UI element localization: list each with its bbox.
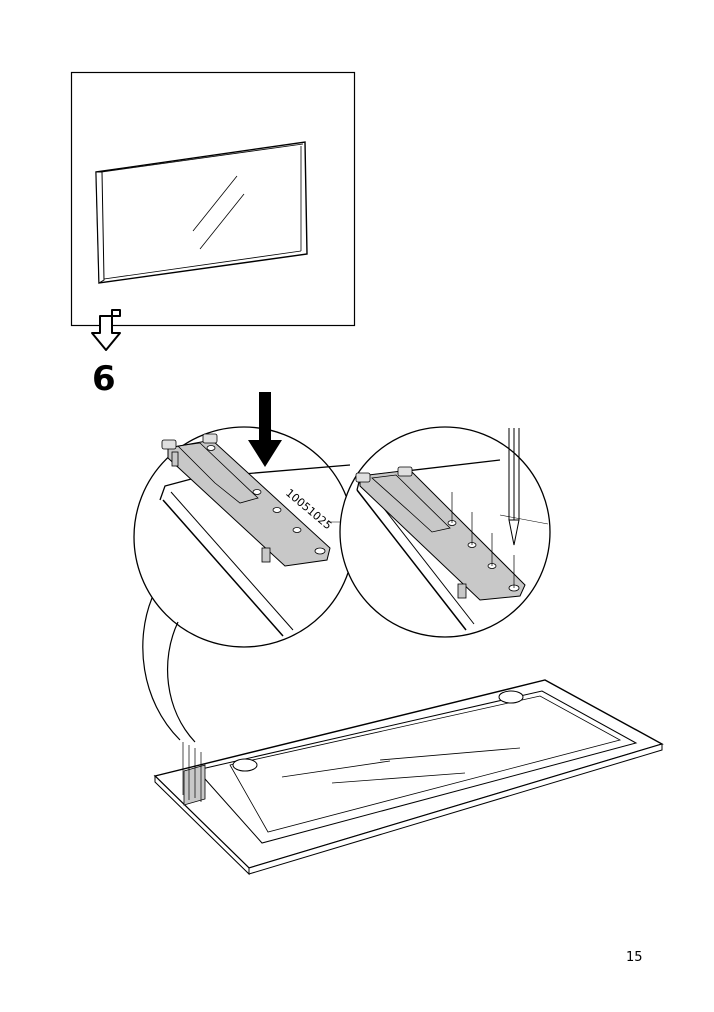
pencil-icon: [508, 428, 520, 546]
detail-circle-left: 10051025: [133, 392, 355, 743]
glass-door-panel-icon: [95, 141, 308, 284]
previous-step-box: [70, 71, 356, 327]
detail-circle-right: [339, 426, 551, 638]
page-number: 15: [626, 950, 643, 965]
next-step-arrow-icon: [91, 309, 121, 351]
hinge-plate-icon: [161, 433, 331, 567]
step-number: 6: [92, 359, 116, 399]
press-down-arrow-icon: [248, 392, 282, 467]
glass-door-assembly: [153, 679, 664, 876]
